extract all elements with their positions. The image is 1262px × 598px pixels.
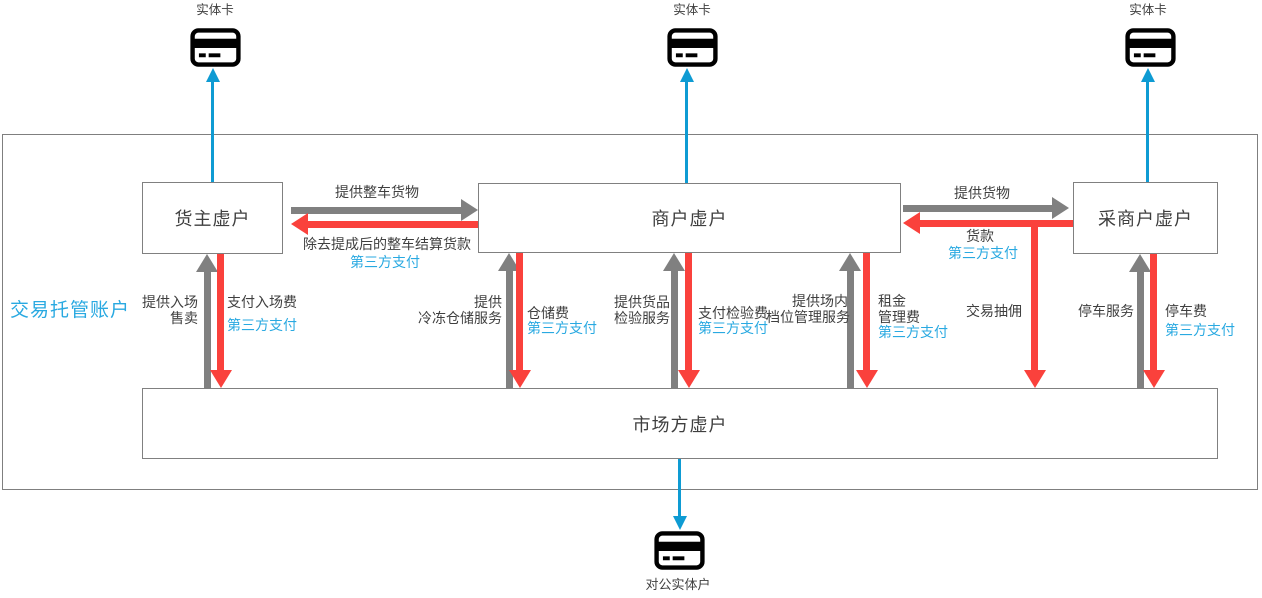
arrow-entry-fee xyxy=(217,254,224,372)
escrow-account-container xyxy=(2,134,1258,490)
label-entry-service-1: 提供入场 xyxy=(142,295,198,311)
arrow-buyer-to-card-head xyxy=(1141,68,1155,82)
label-provide-goods: 提供货物 xyxy=(954,186,1010,202)
arrow-inspection-fee-head xyxy=(678,370,700,388)
label-storage-service-2: 冷冻仓储服务 xyxy=(418,311,502,327)
node-buyer-merchant-virtual-account: 采商户虚户 xyxy=(1073,182,1218,254)
arrow-entry-fee-head xyxy=(210,370,232,388)
physical-card-label-left: 实体卡 xyxy=(196,2,234,17)
arrow-parking-service xyxy=(1137,270,1144,388)
label-inspection-fee: 支付检验费 xyxy=(698,306,768,322)
escrow-account-label: 交易托管账户 xyxy=(10,299,131,321)
arrow-provide-truck-goods xyxy=(291,207,461,214)
arrow-cargo-to-card xyxy=(211,80,214,182)
arrow-parking-fee xyxy=(1150,254,1157,372)
arrow-provide-goods xyxy=(903,205,1052,212)
node-merchant-virtual-account: 商户虚户 xyxy=(478,183,901,253)
arrow-market-to-corporate-card-head xyxy=(673,516,687,530)
arrow-stall-service xyxy=(847,269,854,388)
node-buyer-merchant-label: 采商户虚户 xyxy=(1098,209,1193,230)
label-inspection-fee-via: 第三方支付 xyxy=(698,321,768,337)
arrow-goods-payment-head xyxy=(903,212,920,234)
label-entry-fee: 支付入场费 xyxy=(227,295,297,311)
arrow-inspection-service-head xyxy=(663,253,685,271)
arrow-entry-service-head xyxy=(196,254,218,272)
physical-card-label-middle: 实体卡 xyxy=(673,2,711,17)
node-cargo-owner-virtual-account: 货主虚户 xyxy=(142,182,283,254)
arrow-cargo-to-card-head xyxy=(206,68,220,82)
label-entry-fee-via: 第三方支付 xyxy=(227,318,297,334)
arrow-inspection-fee xyxy=(685,253,692,372)
label-commission: 交易抽佣 xyxy=(966,304,1022,320)
label-truck-settlement-via: 第三方支付 xyxy=(350,255,420,271)
label-parking-service: 停车服务 xyxy=(1078,304,1134,320)
arrow-parking-fee-head xyxy=(1143,370,1165,388)
label-provide-truck-goods: 提供整车货物 xyxy=(335,185,419,201)
label-storage-service-1: 提供 xyxy=(474,295,502,311)
label-goods-payment: 货款 xyxy=(966,229,994,245)
arrow-parking-service-head xyxy=(1129,254,1151,272)
bank-card-icon xyxy=(1125,28,1176,67)
label-entry-service-2: 售卖 xyxy=(170,311,198,327)
label-storage-fee: 仓储费 xyxy=(527,306,569,322)
label-stall-fee-via: 第三方支付 xyxy=(878,325,948,341)
label-inspection-service-1: 提供货品 xyxy=(614,295,670,311)
arrow-merchant-to-card xyxy=(685,80,688,183)
arrow-storage-service xyxy=(506,269,513,388)
node-market-label: 市场方虚户 xyxy=(632,414,728,436)
arrow-stall-fee xyxy=(863,253,870,372)
bank-card-icon xyxy=(190,28,241,67)
arrow-truck-settlement xyxy=(308,221,478,228)
label-goods-payment-via: 第三方支付 xyxy=(948,246,1018,262)
arrow-provide-goods-head xyxy=(1052,197,1069,219)
arrow-commission-head xyxy=(1024,370,1046,388)
corporate-bank-card-icon xyxy=(654,531,705,570)
label-inspection-service-2: 检验服务 xyxy=(614,311,670,327)
arrow-goods-payment xyxy=(920,220,1073,227)
node-merchant-label: 商户虚户 xyxy=(651,209,728,230)
arrow-provide-truck-goods-head xyxy=(461,199,478,221)
corporate-card-label: 对公实体户 xyxy=(645,578,711,593)
label-storage-fee-via: 第三方支付 xyxy=(527,321,597,337)
node-cargo-owner-label: 货主虚户 xyxy=(174,209,251,230)
arrow-storage-fee-head xyxy=(509,370,531,388)
label-parking-fee-via: 第三方支付 xyxy=(1165,323,1235,339)
arrow-market-to-corporate-card xyxy=(678,459,681,517)
bank-card-icon xyxy=(667,28,718,67)
label-stall-fee-1: 租金 xyxy=(878,294,906,310)
label-stall-fee-2: 管理费 xyxy=(878,310,920,326)
node-market-virtual-account: 市场方虚户 xyxy=(142,388,1218,459)
physical-card-label-right: 实体卡 xyxy=(1129,2,1167,17)
arrow-storage-service-head xyxy=(498,253,520,271)
label-parking-fee: 停车费 xyxy=(1165,304,1207,320)
arrow-stall-service-head xyxy=(839,253,861,271)
label-stall-service-2: 档位管理服务 xyxy=(766,310,850,326)
label-stall-service-1: 提供场内 xyxy=(792,294,848,310)
arrow-stall-fee-head xyxy=(856,370,878,388)
arrow-truck-settlement-head xyxy=(291,213,308,235)
arrow-buyer-to-card xyxy=(1146,80,1149,182)
arrow-entry-service xyxy=(204,270,211,388)
arrow-commission xyxy=(1031,223,1038,372)
arrow-inspection-service xyxy=(671,269,678,388)
arrow-merchant-to-card-head xyxy=(680,68,694,82)
arrow-storage-fee xyxy=(516,253,523,372)
label-truck-settlement: 除去提成后的整车结算货款 xyxy=(303,237,471,253)
